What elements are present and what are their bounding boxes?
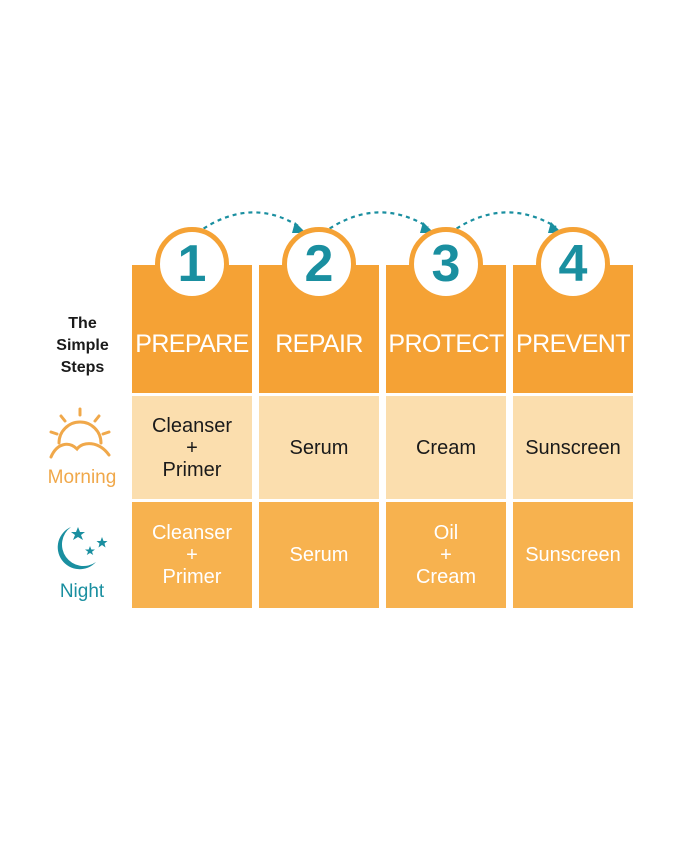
cell-text: Serum xyxy=(289,436,349,459)
step-number-badge: 4 xyxy=(536,227,610,301)
step-name: PROTECT xyxy=(388,330,504,358)
cell-text: Primer xyxy=(162,566,222,588)
side-title-line: Steps xyxy=(60,359,105,376)
step-name: PREVENT xyxy=(516,330,630,358)
cell-text: Sunscreen xyxy=(525,436,621,459)
arrow-2-3 xyxy=(322,211,429,234)
side-title-line: The xyxy=(68,315,97,332)
cell-text: Sunscreen xyxy=(525,544,621,566)
cell-text: Cleanser xyxy=(151,522,233,544)
cell-text: + xyxy=(186,436,198,459)
sunrise-icon xyxy=(49,407,111,459)
cell-text: Cleanser xyxy=(151,414,233,437)
step-name: REPAIR xyxy=(275,330,363,358)
night-cell-prepare: Cleanser + Primer xyxy=(132,502,252,608)
cell-text: Cream xyxy=(415,436,476,459)
arrow-1-2 xyxy=(196,211,301,234)
step-number-badge: 3 xyxy=(409,227,483,301)
step-name: PREPARE xyxy=(135,330,249,358)
cell-text: Oil xyxy=(433,522,459,544)
cell-text: Primer xyxy=(162,458,222,481)
row-label-morning: Morning xyxy=(47,467,117,488)
cell-text: Cream xyxy=(415,566,476,588)
row-label-night: Night xyxy=(59,581,105,602)
side-title-line: Simple xyxy=(56,337,109,354)
morning-cell-repair: Serum xyxy=(259,396,379,499)
step-number-badge: 1 xyxy=(155,227,229,301)
arrow-3-4 xyxy=(449,211,557,234)
night-cell-prevent: Sunscreen xyxy=(513,502,633,608)
night-cell-repair: Serum xyxy=(259,502,379,608)
morning-cell-prevent: Sunscreen xyxy=(513,396,633,499)
cell-text: + xyxy=(186,544,198,566)
moon-stars-icon xyxy=(57,527,108,570)
night-cell-protect: Oil + Cream xyxy=(386,502,506,608)
morning-cell-prepare: Cleanser + Primer xyxy=(132,396,252,499)
step-number-badge: 2 xyxy=(282,227,356,301)
morning-cell-protect: Cream xyxy=(386,396,506,499)
side-title: The Simple Steps xyxy=(40,313,125,379)
cell-text: Serum xyxy=(289,544,349,566)
cell-text: + xyxy=(440,544,452,566)
